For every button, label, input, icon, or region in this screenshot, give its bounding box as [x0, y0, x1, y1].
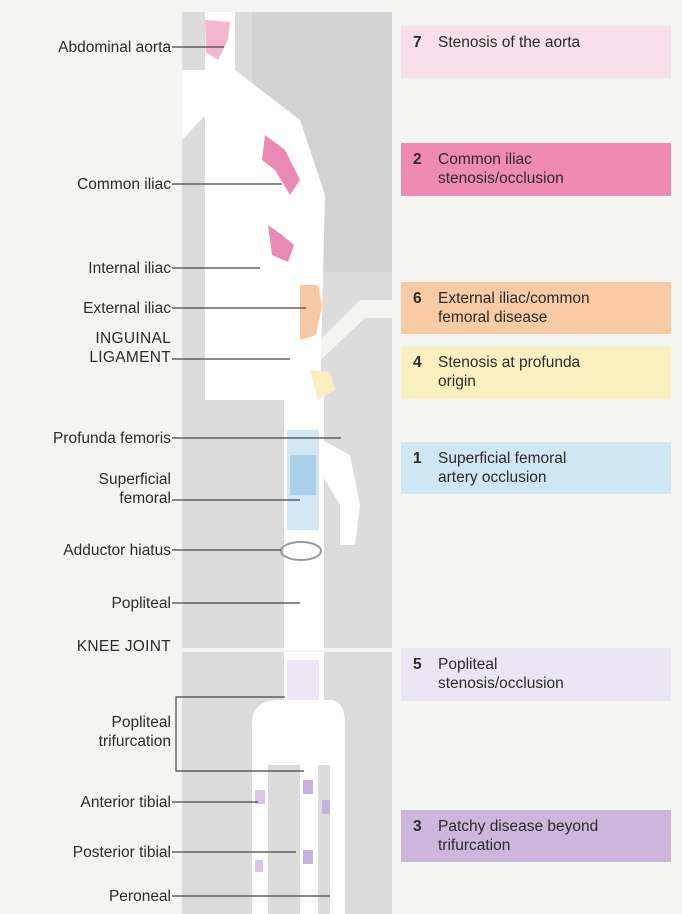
callout-number: 2 [413, 150, 422, 169]
callout-sfa-occlusion: 1 Superficial femoral artery occlusion [401, 442, 671, 494]
label-inguinal-line-2: LIGAMENT [89, 348, 171, 367]
label-superficial-femoral: Superficial femoral [99, 470, 171, 508]
label-inguinal-line-1: INGUINAL [89, 329, 171, 348]
label-popliteal-trifurcation: Popliteal trifurcation [99, 713, 171, 751]
callout-external-iliac: 6 External iliac/common femoral disease [401, 282, 671, 334]
sfa-occlusion-core [290, 455, 316, 495]
callout-trifurcation: 3 Patchy disease beyond trifurcation [401, 810, 671, 862]
callout-number: 3 [413, 817, 422, 836]
label-external-iliac: External iliac [83, 299, 171, 318]
callout-profunda-origin: 4 Stenosis at profunda origin [401, 346, 671, 399]
trifurcation-patch-4 [255, 860, 263, 872]
callout-text-line-2: origin [438, 372, 663, 391]
callout-text-line-1: Popliteal [438, 655, 663, 674]
label-trifurcation-line-2: trifurcation [99, 732, 171, 751]
label-adductor-hiatus: Adductor hiatus [63, 541, 171, 560]
callout-popliteal: 5 Popliteal stenosis/occlusion [401, 648, 671, 701]
callout-number: 4 [413, 353, 422, 372]
callout-aortic-stenosis: 7 Stenosis of the aorta [401, 26, 671, 78]
label-superficial-line-2: femoral [99, 489, 171, 508]
callout-number: 7 [413, 33, 422, 52]
label-superficial-line-1: Superficial [99, 470, 171, 489]
trifurcation-patch-5 [303, 850, 313, 864]
callout-number: 6 [413, 289, 422, 308]
label-anterior-tibial: Anterior tibial [81, 793, 171, 812]
callout-common-iliac: 2 Common iliac stenosis/occlusion [401, 143, 671, 196]
callout-text-line-1: Common iliac [438, 150, 663, 169]
label-trifurcation-line-1: Popliteal [99, 713, 171, 732]
label-peroneal: Peroneal [109, 887, 171, 906]
label-internal-iliac: Internal iliac [88, 259, 171, 278]
callout-text-line-2: stenosis/occlusion [438, 674, 663, 693]
callout-text-line-1: Superficial femoral [438, 449, 663, 468]
label-common-iliac: Common iliac [77, 175, 171, 194]
trifurcation-patch-2 [303, 780, 313, 794]
label-knee-joint: KNEE JOINT [77, 637, 171, 656]
callout-text-line-1: External iliac/common [438, 289, 663, 308]
label-popliteal: Popliteal [112, 594, 171, 613]
callout-text-line-2: artery occlusion [438, 468, 663, 487]
label-profunda-femoris: Profunda femoris [53, 429, 171, 448]
label-abdominal-aorta: Abdominal aorta [58, 38, 171, 57]
callout-text-line-2: femoral disease [438, 308, 663, 327]
label-posterior-tibial: Posterior tibial [73, 843, 171, 862]
callout-text-line-1: Stenosis at profunda [438, 353, 663, 372]
label-inguinal-ligament: INGUINAL LIGAMENT [89, 329, 171, 367]
callout-number: 1 [413, 449, 422, 468]
popliteal-lesion [287, 660, 319, 700]
callout-text-line-2: stenosis/occlusion [438, 169, 663, 188]
callout-text-line-2: trifurcation [438, 836, 663, 855]
callout-text-line-1: Patchy disease beyond [438, 817, 663, 836]
callout-number: 5 [413, 655, 422, 674]
trifurcation-patch-3 [322, 800, 330, 814]
callout-text-line-1: Stenosis of the aorta [438, 33, 663, 52]
